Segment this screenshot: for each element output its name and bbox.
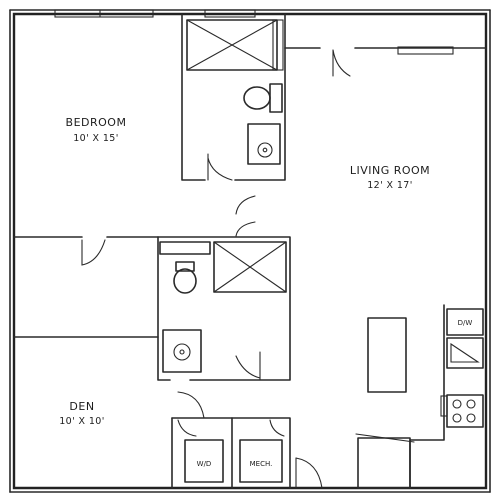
mechanical-label: MECH. [250, 460, 273, 468]
vanity-counter [159, 241, 211, 255]
dishwasher-label: D/W [458, 319, 473, 327]
windows [54, 9, 454, 55]
kitchen-sink [446, 337, 484, 369]
window-living-room [397, 46, 454, 55]
den-dims: 10' X 10' [59, 416, 105, 427]
washer-dryer-label: W/D [197, 460, 212, 468]
closets [171, 391, 323, 489]
living-room-wall [284, 47, 487, 77]
corridor-doors [235, 195, 256, 237]
living-room-dims: 12' X 17' [367, 180, 413, 191]
labels: BEDROOM 10' X 15' LIVING ROOM 12' X 17' … [59, 116, 472, 468]
den-name: DEN [69, 400, 94, 413]
washer-dryer [184, 439, 224, 483]
window-top-middle [204, 9, 256, 18]
window-top-left [54, 9, 154, 18]
toilet-upper [243, 86, 271, 110]
toilet-lower [173, 268, 197, 294]
shower-upper [186, 19, 278, 71]
bedroom-name: BEDROOM [66, 116, 127, 129]
bedroom-den-wall [13, 236, 159, 266]
sink-upper [247, 123, 281, 165]
stove [446, 394, 484, 428]
dishwasher [446, 308, 484, 336]
lower-bathroom [157, 236, 291, 381]
refrigerator [357, 437, 411, 489]
bedroom-dims: 10' X 15' [73, 133, 119, 144]
kitchen-island [367, 317, 407, 393]
kitchen [355, 304, 484, 489]
shower-lower [213, 241, 287, 293]
living-room-name: LIVING ROOM [350, 164, 430, 177]
upper-bathroom [181, 13, 286, 181]
mechanical-closet [239, 439, 283, 483]
sink-lower [162, 329, 202, 373]
